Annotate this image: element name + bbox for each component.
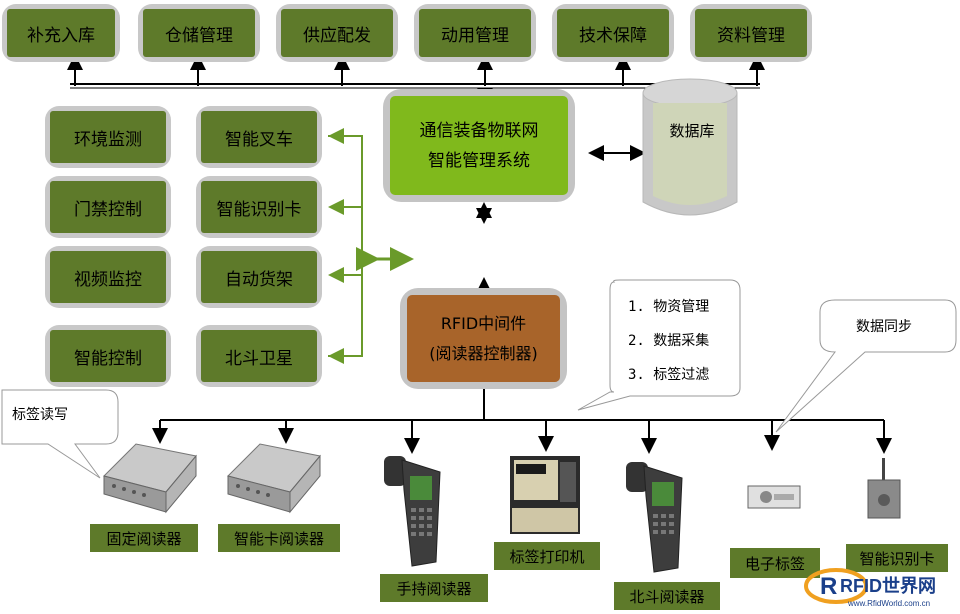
device-label-beidou-reader: 北斗阅读器	[614, 582, 720, 610]
electronic-tag-image	[747, 485, 801, 509]
handheld-reader-image	[384, 456, 441, 567]
beidou-reader-image	[626, 462, 683, 573]
rfid-middleware: RFID中间件 (阅读器控制器)	[400, 288, 567, 389]
smart-card-reader-image	[227, 443, 321, 514]
callout-tag-rw: 标签读写	[12, 407, 68, 423]
device-label-smart-card-reader: 智能卡阅读器	[218, 524, 340, 552]
module-usage: 动用管理	[414, 4, 536, 62]
left-env-monitor: 环境监测	[45, 106, 171, 168]
system-title-line2: 智能管理系统	[428, 150, 530, 171]
right-smart-id-card: 智能识别卡	[196, 176, 322, 238]
module-restock: 补充入库	[2, 4, 120, 62]
device-label-electronic-tag: 电子标签	[730, 548, 820, 578]
left-video-monitor: 视频监控	[45, 246, 171, 308]
label-printer-image	[510, 456, 580, 534]
database-label: 数据库	[669, 122, 715, 140]
callout-func-1: 1. 物资管理	[628, 299, 710, 315]
device-label-fixed-reader: 固定阅读器	[90, 524, 198, 552]
system-title-line1: 通信装备物联网	[419, 120, 539, 141]
right-beidou-satellite: 北斗卫星	[196, 325, 322, 387]
svg-text:R: R	[820, 573, 837, 600]
device-label-handheld-reader: 手持阅读器	[380, 574, 488, 602]
middleware-subtitle: (阅读器控制器)	[429, 343, 538, 363]
module-tech-support: 技术保障	[552, 4, 674, 62]
callout-func-2: 2. 数据采集	[628, 333, 710, 349]
left-smart-control: 智能控制	[45, 325, 171, 387]
logo-url: www.RfidWorld.com.cn	[847, 599, 930, 608]
fixed-reader-image	[103, 443, 197, 514]
left-access-control: 门禁控制	[45, 176, 171, 238]
rfidworld-logo: R RFID世界网 www.RfidWorld.com.cn	[800, 562, 958, 610]
logo-brand: RFID世界网	[840, 576, 936, 596]
callout-func-3: 3. 标签过滤	[628, 367, 710, 383]
smart-id-card-device-image	[867, 458, 901, 519]
device-label-smart-id-card: 智能识别卡	[846, 544, 948, 572]
module-data-management: 资料管理	[690, 4, 812, 62]
module-supply: 供应配发	[276, 4, 398, 62]
right-smart-forklift: 智能叉车	[196, 106, 322, 168]
iot-management-system: 通信装备物联网 智能管理系统	[383, 89, 575, 202]
module-warehouse: 仓储管理	[138, 4, 260, 62]
device-label-label-printer: 标签打印机	[494, 542, 600, 570]
middleware-title: RFID中间件	[440, 313, 527, 333]
callout-sync: 数据同步	[856, 319, 912, 335]
right-auto-shelf: 自动货架	[196, 246, 322, 308]
